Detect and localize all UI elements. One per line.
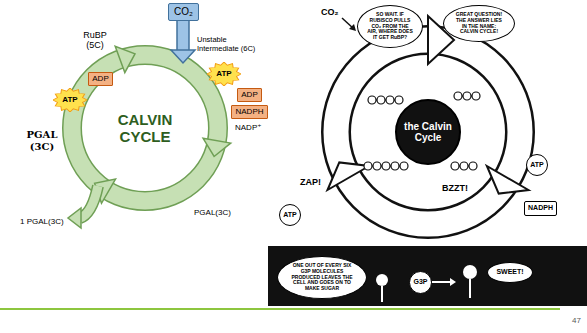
molecule-label: RuBP (5C) — [78, 30, 112, 51]
carbon-atom — [469, 162, 477, 170]
nadph-box: NADPH — [231, 105, 268, 119]
co2-box: CO₂ — [168, 3, 199, 21]
atp-starburst: ATP — [207, 62, 241, 86]
cycle-arrowhead — [115, 46, 135, 72]
handwritten-label: PGAL (3C) — [24, 129, 60, 152]
carbon-atom — [391, 162, 399, 170]
node-text: NADPH — [528, 204, 553, 212]
molecule-label: CO₂ — [321, 7, 339, 17]
molecule-chains — [364, 92, 480, 170]
output-arrowhead — [68, 208, 81, 228]
g3p-exit-arrowhead — [450, 278, 456, 286]
slide-number: 47 — [572, 316, 581, 325]
footer-rule — [0, 308, 560, 310]
character-body — [469, 279, 471, 298]
node-text: SO WAIT. IF RUBISCO PULLS CO₂ FROM THE A… — [367, 12, 413, 41]
carbon-atom — [377, 96, 385, 104]
output-arrow-outline — [80, 186, 98, 218]
carbon-atom — [451, 162, 459, 170]
carbon-atom — [395, 96, 403, 104]
molecule-label: PGAL(3C) — [194, 208, 231, 217]
g3p-molecule: G3P — [409, 271, 432, 294]
character-head — [376, 274, 388, 286]
carbon-atom — [373, 162, 381, 170]
carbon-atom — [364, 162, 372, 170]
character-body — [381, 286, 383, 302]
cycle-ring — [72, 55, 218, 201]
node-text: G3P — [413, 278, 427, 286]
sound-effect: BZZT! — [441, 183, 469, 193]
adp-box: ADP — [88, 72, 113, 86]
adp-box: ADP — [237, 88, 262, 102]
starburst — [207, 62, 241, 86]
molecule-label: Unstable Intermediate (6C) — [197, 36, 267, 53]
carbon-atom — [382, 162, 390, 170]
node-text: CO₂ — [174, 6, 193, 18]
cartoon-arrowhead — [328, 162, 370, 190]
carbon-atom — [386, 96, 394, 104]
node-text: the Calvin Cycle — [401, 121, 455, 144]
carbon-atom — [454, 92, 462, 100]
co2-arrowhead — [171, 50, 195, 63]
atp-starburst: ATP — [53, 88, 87, 112]
node-text: ATP — [283, 211, 296, 219]
cycle-ring-outline — [72, 55, 218, 201]
sound-effect: ZAP! — [299, 177, 322, 187]
cycle-title: CALVIN CYCLE — [100, 111, 190, 146]
node-text: GREAT QUESTION! THE ANSWER LIES IN THE N… — [453, 12, 505, 35]
carbon-atom — [400, 162, 408, 170]
node-text: ONE OUT OF EVERY SIX G3P MOLECULES PRODU… — [290, 263, 354, 292]
molecule-label: NADP⁺ — [235, 123, 261, 132]
atp-circle: ATP — [526, 154, 548, 176]
node-text: NADPH — [235, 107, 263, 116]
cartoon-ring-outline — [336, 40, 520, 224]
carbon-atom — [368, 96, 376, 104]
g3p-exit-arrow — [432, 281, 452, 283]
starburst — [53, 88, 87, 112]
node-text: ATP — [216, 69, 231, 78]
cartoon-ring — [336, 40, 520, 224]
co2-arrow-shaft — [177, 19, 189, 51]
speech-bubble: SO WAIT. IF RUBISCO PULLS CO₂ FROM THE A… — [357, 5, 423, 48]
character-head — [463, 265, 477, 279]
co2-pointer-head — [349, 24, 356, 31]
node-text: SWEET! — [496, 268, 523, 276]
node-text: ADP — [92, 74, 108, 83]
cycle-hub: the Calvin Cycle — [395, 99, 461, 165]
cycle-arrowhead — [203, 138, 231, 156]
carbon-atom — [460, 162, 468, 170]
output-arrow — [80, 186, 98, 218]
molecule-label: 1 PGAL(3C) — [20, 217, 64, 226]
speech-bubble: SWEET! — [487, 262, 533, 283]
cartoon-ground — [268, 246, 587, 306]
node-text: ATP — [530, 161, 543, 169]
speech-bubble: GREAT QUESTION! THE ANSWER LIES IN THE N… — [443, 5, 515, 42]
carbon-atom — [472, 92, 480, 100]
node-text: ATP — [62, 95, 77, 104]
carbon-atom — [463, 92, 471, 100]
node-text: ADP — [241, 90, 257, 99]
speech-bubble: ONE OUT OF EVERY SIX G3P MOLECULES PRODU… — [277, 256, 367, 299]
nadph-box: NADPH — [524, 201, 557, 216]
cartoon-arrowhead — [487, 166, 529, 194]
atp-circle: ATP — [279, 204, 301, 226]
